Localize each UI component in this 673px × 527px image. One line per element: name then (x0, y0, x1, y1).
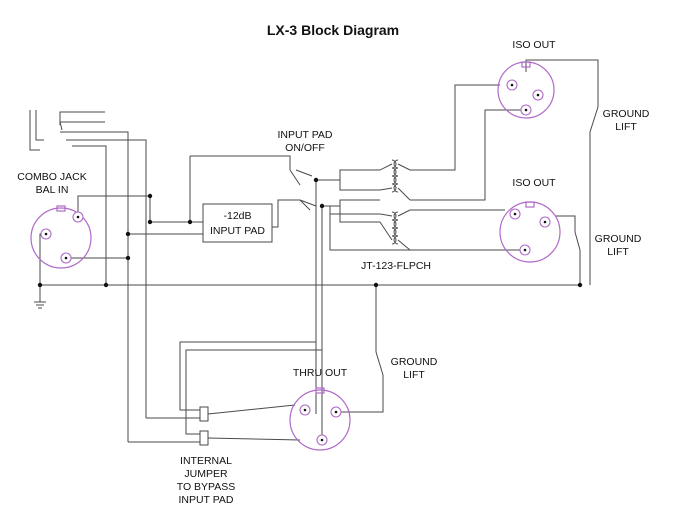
iso-out-mid-connector (499, 201, 561, 263)
combo-jack-connector (30, 205, 92, 269)
input-pad-label-1: INPUT PAD (277, 129, 332, 141)
transformer-top (379, 159, 411, 201)
iso-out-top-connector (497, 61, 555, 119)
ground-lift-bottom-label-2: LIFT (403, 369, 425, 381)
input-pad-label-2: ON/OFF (285, 142, 325, 154)
combo-jack-label-2: BAL IN (36, 184, 69, 196)
ground-lift-mid-label-1: GROUND (595, 233, 642, 245)
pad-box-label-2: INPUT PAD (210, 225, 265, 237)
thru-out-label: THRU OUT (293, 367, 348, 379)
iso-out-top-label: ISO OUT (512, 39, 556, 51)
ground-lift-bottom-label-1: GROUND (391, 356, 438, 368)
junction-dots (37, 177, 583, 288)
jumper-label-2: JUMPER (184, 468, 228, 480)
ground-lift-mid-label-2: LIFT (607, 246, 629, 258)
jumper-label-1: INTERNAL (180, 455, 232, 467)
ground-lift-top-label-1: GROUND (603, 108, 650, 120)
ground-lift-top-label-2: LIFT (615, 121, 637, 133)
internal-jumpers (199, 406, 209, 446)
diagram-title: LX-3 Block Diagram (267, 22, 399, 38)
jumper-label-4: INPUT PAD (178, 494, 233, 506)
combo-jack-label-1: COMBO JACK (17, 171, 86, 183)
wiring (29, 59, 599, 443)
input-pad-switch (289, 169, 311, 211)
transformer-label: JT-123-FLPCH (361, 260, 431, 272)
transformer-bottom (379, 209, 411, 251)
pad-box (202, 203, 273, 243)
thru-out-connector (289, 387, 351, 451)
ground-lift-switch-mid (574, 231, 581, 251)
jumper-label-3: TO BYPASS (177, 481, 236, 493)
ground-lift-switch-bottom (375, 351, 384, 376)
iso-out-mid-label: ISO OUT (512, 177, 556, 189)
pad-box-label-1: -12dB (223, 210, 251, 222)
ground-lift-switch-top (589, 106, 599, 133)
